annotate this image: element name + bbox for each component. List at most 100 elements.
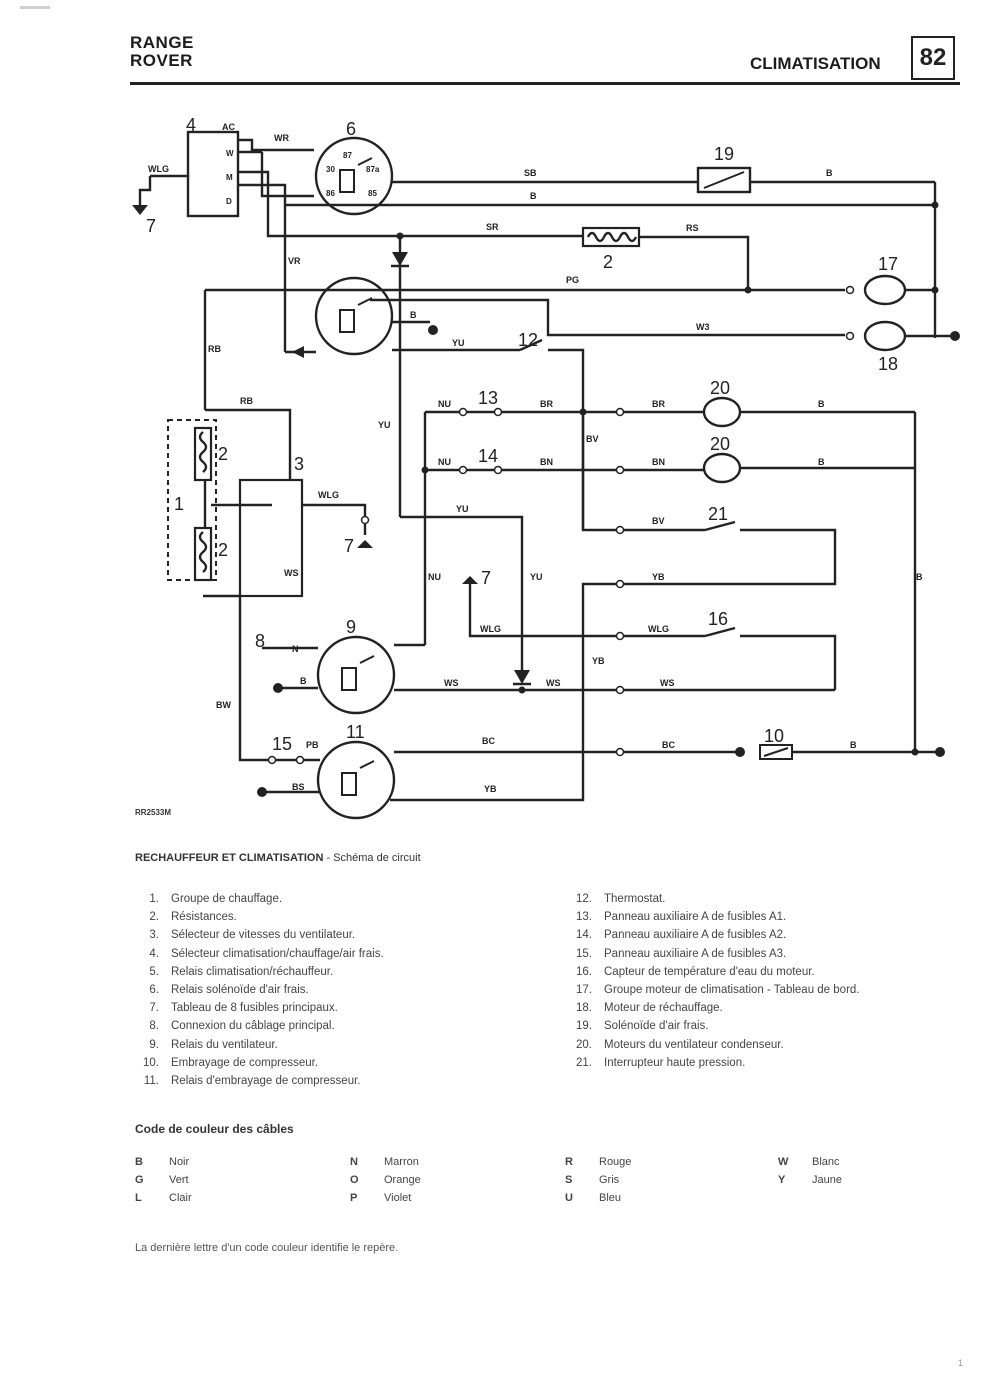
code-ws-1: WS [284, 568, 299, 578]
legend-right: 12.Thermostat. 13.Panneau auxiliaire A d… [568, 890, 860, 1072]
wire-bw [238, 596, 268, 762]
legend-item: 17.Groupe moteur de climatisation - Tabl… [576, 984, 860, 997]
label-20b: 20 [710, 434, 730, 454]
code-pg: PG [566, 275, 579, 285]
label-19: 19 [714, 144, 734, 164]
code-wr: WR [274, 133, 289, 143]
code-yu-v: YU [378, 420, 391, 430]
legend-item: 4.Sélecteur climatisation/chauffage/air … [149, 947, 384, 960]
speed-selector-3 [238, 478, 304, 598]
wiring [132, 130, 960, 820]
code-nu-v: NU [428, 572, 441, 582]
hp-switch-21 [704, 520, 736, 532]
code-nu13: NU [438, 399, 451, 409]
code-rb: RB [208, 344, 221, 354]
code-ws-b: WS [546, 678, 561, 688]
code-pb: PB [306, 740, 319, 750]
legend-item: 13.Panneau auxiliaire A de fusibles A1. [576, 911, 787, 924]
relay-11 [316, 740, 396, 820]
label-15: 15 [272, 734, 292, 754]
legend-item: 16.Capteur de température d'eau du moteu… [576, 965, 815, 978]
wire-yb [390, 582, 600, 802]
code-b-right: B [916, 572, 923, 582]
motor-18 [863, 320, 907, 352]
code-ws-c: WS [660, 678, 675, 688]
component-numbers: 4 6 19 7 2 17 12 18 13 20 2 3 14 20 1 21… [146, 115, 898, 754]
code-bv: BV [586, 434, 599, 444]
pin-87a: 87a [366, 165, 380, 174]
label-4: 4 [186, 115, 196, 135]
legend-item: 10.Embrayage de compresseur. [143, 1056, 319, 1069]
code-br13: BR [540, 399, 553, 409]
code-sb-top: SB [524, 168, 537, 178]
resistor-2b [193, 526, 213, 582]
label-11: 11 [346, 722, 365, 742]
code-vr: VR [288, 256, 301, 266]
label-2a: 2 [218, 444, 228, 464]
legend-left: 1.Groupe de chauffage. 2.Résistances. 3.… [135, 890, 384, 1090]
code-yu-mid: YU [456, 504, 469, 514]
code-yb-b: YB [592, 656, 605, 666]
label-7b: 7 [344, 536, 354, 556]
thermostat-12 [519, 338, 543, 352]
code-bw: BW [216, 700, 231, 710]
code-bs: BS [292, 782, 305, 792]
pin-m: M [226, 173, 233, 182]
code-b20a: B [818, 399, 825, 409]
wire-wr [238, 138, 314, 152]
wire-w3 [370, 298, 845, 337]
code-b-9: B [300, 676, 307, 686]
figure-caption: RECHAUFFEUR ET CLIMATISATION - Schéma de… [135, 852, 421, 864]
relay-pin-labels: 87 30 87a 86 85 W M D [226, 149, 380, 206]
code-b-top: B [530, 191, 537, 201]
legend-item: 1.Groupe de chauffage. [149, 893, 283, 905]
code-yu-v2: YU [530, 572, 543, 582]
circuit-diagram: 4 6 19 7 2 17 12 18 13 20 2 3 14 20 1 21… [132, 115, 960, 820]
label-10: 10 [764, 726, 784, 746]
legend-item: 18.Moteur de réchauffage. [576, 1002, 723, 1015]
label-2b: 2 [218, 540, 228, 560]
code-wlg-top: WLG [148, 164, 169, 174]
label-20a: 20 [710, 378, 730, 398]
brand-line-1: RANGE [130, 33, 194, 52]
resistor-2a [193, 426, 213, 482]
wire-codes: WLG WR AC SB B B SR RS VR PG B YU W3 RB … [148, 122, 923, 794]
legend-item: 15.Panneau auxiliaire A de fusibles A3. [576, 947, 787, 960]
heater-group-1 [167, 419, 217, 581]
color-code-note: La dernière lettre d'un code couleur ide… [135, 1242, 399, 1254]
header-rule [130, 82, 960, 85]
label-2-top: 2 [603, 252, 613, 272]
figure-reference: RR2533M [135, 808, 172, 817]
code-bn14: BN [540, 457, 553, 467]
legend-item: 8.Connexion du câblage principal. [149, 1020, 335, 1033]
code-b-r19: B [826, 168, 833, 178]
temp-sensor-16 [704, 626, 736, 638]
code-yu-a: YU [452, 338, 465, 348]
pin-d: D [226, 197, 232, 206]
label-8: 8 [255, 631, 265, 651]
pin-30: 30 [326, 165, 335, 174]
code-wlg-16b: WLG [648, 624, 669, 634]
code-br13b: BR [652, 399, 665, 409]
selector-switch-4 [186, 130, 240, 218]
label-1: 1 [174, 494, 184, 514]
code-w3: W3 [696, 322, 710, 332]
legend-item: 2.Résistances. [149, 911, 237, 924]
fan-motor-20b [702, 452, 742, 484]
pin-85: 85 [368, 189, 377, 198]
code-b-10: B [850, 740, 857, 750]
legend-item: 3.Sélecteur de vitesses du ventilateur. [149, 929, 356, 942]
label-7a: 7 [146, 216, 156, 236]
pin-86: 86 [326, 189, 335, 198]
label-16: 16 [708, 609, 728, 629]
label-6: 6 [346, 119, 356, 139]
